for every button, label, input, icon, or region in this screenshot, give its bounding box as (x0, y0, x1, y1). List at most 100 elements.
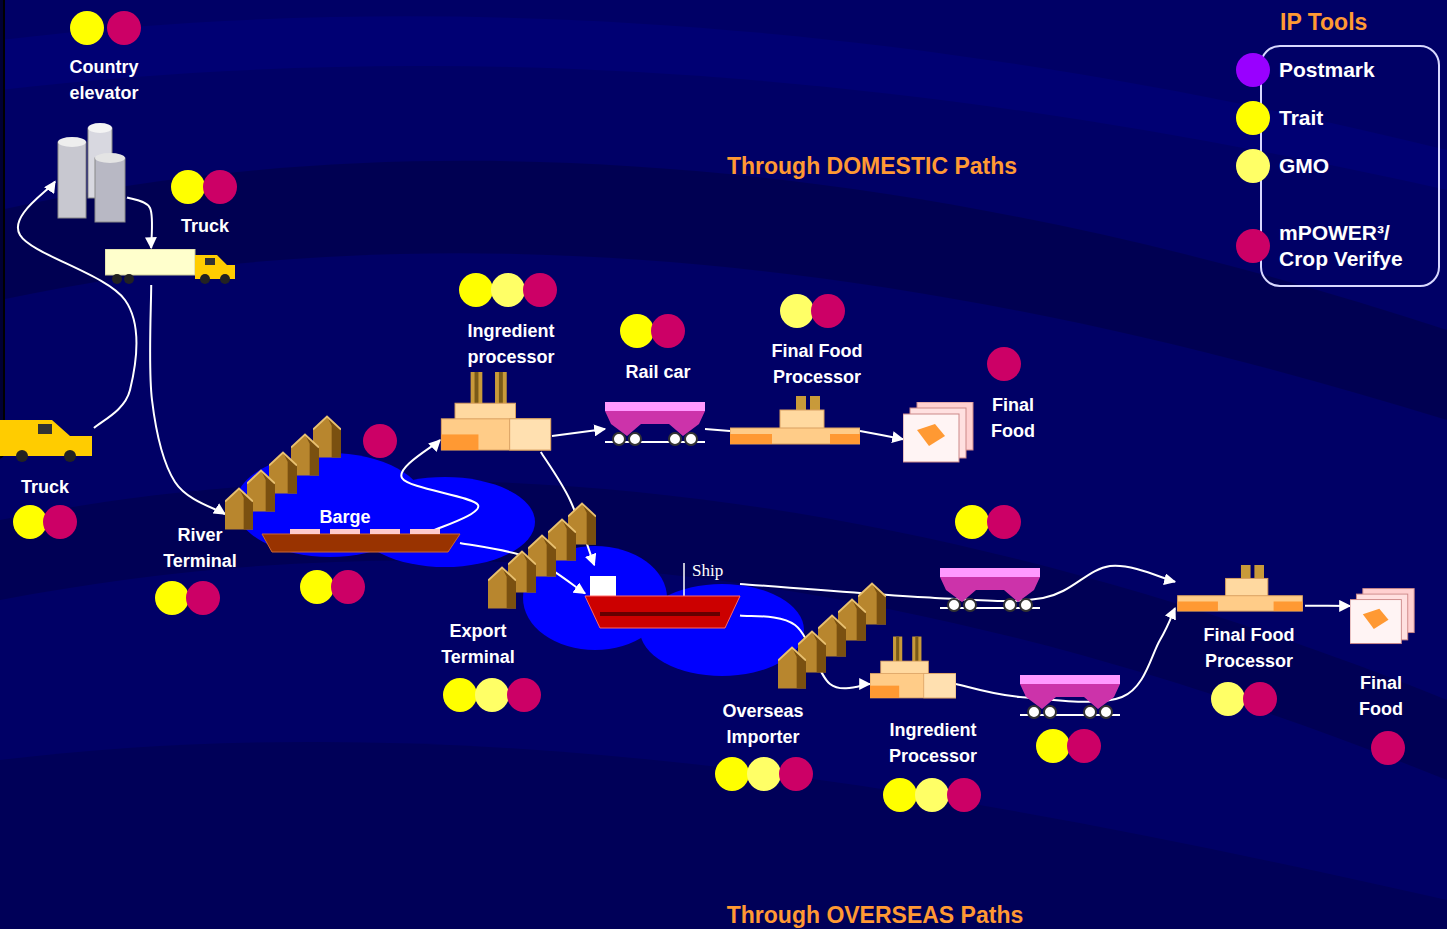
stage-node: Ship (585, 565, 740, 628)
trait-dot (459, 273, 493, 307)
flow-arrow (401, 440, 478, 532)
stage-node: Final Food (1350, 580, 1416, 654)
legend-swatch (1236, 149, 1270, 183)
trait-dot (883, 778, 917, 812)
stage-node: Country elevator (55, 118, 127, 224)
terminal-icon (488, 503, 596, 608)
truck-window (38, 424, 52, 434)
silo (58, 142, 86, 218)
gmo-dot (915, 778, 949, 812)
stage-label: Ingredient Processor (877, 717, 989, 769)
water (355, 477, 535, 567)
legend-text: mPOWER³/ Crop Verifye (1279, 220, 1437, 272)
barge-hull (262, 534, 460, 552)
trait-dot (443, 678, 477, 712)
stage-label: Barge (305, 504, 385, 530)
railcar-icon (1018, 675, 1122, 718)
stage-node: Ingredient processor (440, 372, 552, 452)
terminal-icon (778, 583, 886, 688)
mpower-dot (1243, 682, 1277, 716)
house (488, 567, 516, 608)
stage-node: Truck (0, 413, 94, 463)
stage-label: Ship (692, 560, 723, 582)
trait-dot (300, 570, 334, 604)
stage-node: Truck (105, 248, 237, 285)
flow-arrow (705, 429, 730, 431)
mpower-dot (779, 757, 813, 791)
stage-node: Barge (262, 532, 460, 554)
hull-stripe (600, 612, 720, 616)
trait-dot (155, 581, 189, 615)
trait-dot (13, 505, 47, 539)
mast (683, 563, 685, 597)
silo (95, 158, 125, 222)
stage-label: Export Terminal (428, 618, 528, 670)
stage-label: Final Food Processor (1196, 622, 1302, 674)
mpower-dot (43, 505, 77, 539)
legend-title: IP Tools (1280, 8, 1367, 36)
truck-cab (0, 420, 92, 456)
truck-icon (0, 420, 92, 462)
flow-arrow (1305, 605, 1350, 607)
gmo-dot (747, 757, 781, 791)
legend-swatch (1236, 101, 1270, 135)
mpower-dot (1371, 731, 1405, 765)
legend-swatch (1236, 53, 1270, 87)
barge-hatch (410, 529, 440, 534)
trait-dot (715, 757, 749, 791)
mpower-dot (987, 347, 1021, 381)
swoosh (0, 161, 1447, 420)
barge-hatch (370, 529, 400, 534)
stage-label: Overseas Importer (710, 698, 816, 750)
mpower-dot (186, 581, 220, 615)
stage-label: Country elevator (54, 54, 154, 106)
gmo-dot (475, 678, 509, 712)
mpower-dot (523, 273, 557, 307)
legend-swatch (1236, 229, 1270, 263)
stage-node: Final Food (903, 402, 975, 464)
gmo-dot (780, 294, 814, 328)
stage-label: Final Food Processor (764, 338, 870, 390)
trait-dot (70, 11, 104, 45)
side-panel (0, 0, 4, 458)
stage-node: Overseas Importer (778, 582, 888, 690)
silo (88, 123, 112, 133)
house (225, 488, 253, 529)
water (235, 453, 804, 676)
legend-text: GMO (1279, 153, 1437, 179)
mpower-dot (107, 11, 141, 45)
mpower-dot (363, 424, 397, 458)
mpower-dot (987, 505, 1021, 539)
silo (58, 137, 86, 147)
stage-node: Final Food Processor (1175, 565, 1305, 613)
section-label: Through DOMESTIC Paths (727, 152, 1017, 180)
railcar-icon (938, 568, 1042, 611)
stage-label: Truck (10, 474, 80, 500)
legend-text: Postmark (1279, 57, 1437, 83)
swoosh (0, 742, 1447, 929)
stage-node: Ingredient Processor (870, 628, 956, 708)
barge-hatch (290, 529, 320, 534)
mpower-dot (811, 294, 845, 328)
trait-dot (1036, 729, 1070, 763)
factory-icon (1178, 565, 1303, 611)
elevator-icon (58, 123, 125, 222)
mpower-dot (1067, 729, 1101, 763)
trait-dot (620, 314, 654, 348)
trait-dot (171, 170, 205, 204)
food-icon (903, 402, 973, 462)
barge-icon (262, 529, 460, 552)
wheel (64, 450, 76, 462)
swoosh (0, 480, 1447, 780)
section-label: Through OVERSEAS Paths (727, 901, 1023, 929)
mpower-dot (651, 314, 685, 348)
mpower-dot (203, 170, 237, 204)
swoosh (0, 16, 1447, 190)
mpower-dot (947, 778, 981, 812)
tool-dots (13, 11, 1405, 812)
